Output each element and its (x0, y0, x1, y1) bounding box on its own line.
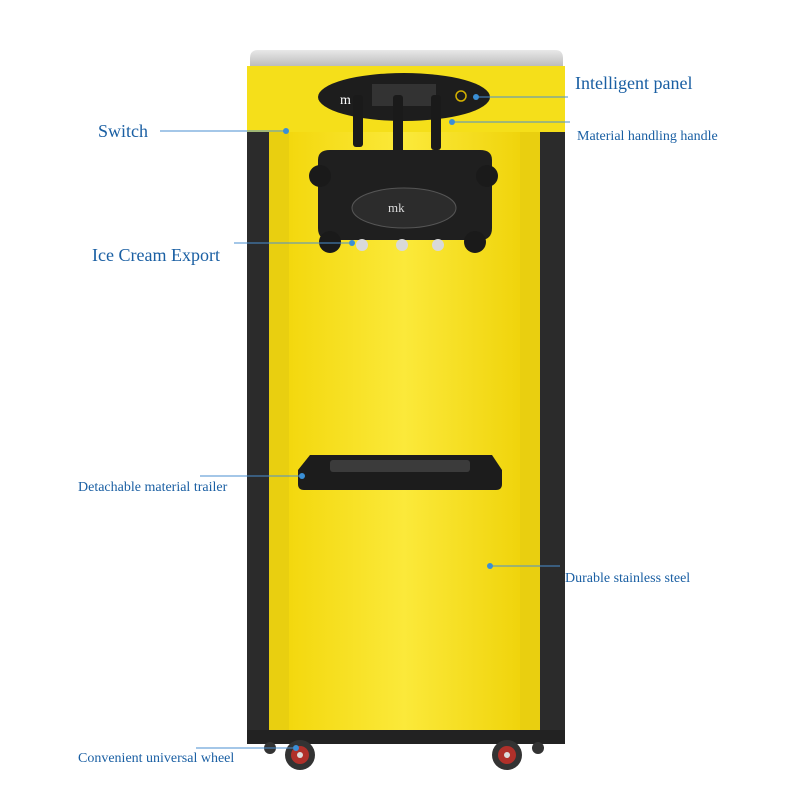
machine-left-side (247, 132, 269, 737)
label-convenient-universal-wheel: Convenient universal wheel (78, 751, 235, 766)
svg-text:m: m (340, 93, 351, 108)
label-switch: Switch (98, 121, 149, 141)
svg-text:mk: mk (388, 200, 405, 215)
callout-lines (160, 96, 570, 749)
callout-dots (283, 94, 493, 751)
material-handles (353, 95, 441, 155)
label-ice-cream-export: Ice Cream Export (92, 245, 220, 265)
label-detachable-material-trailer: Detachable material trailer (78, 480, 228, 495)
wheels (264, 740, 544, 770)
label-intelligent-panel: Intelligent panel (575, 73, 693, 93)
machine-top-cap (250, 50, 563, 66)
label-durable-stainless-steel: Durable stainless steel (565, 571, 691, 586)
machine-right-side (540, 132, 565, 737)
label-material-handling-handle: Material handling handle (577, 129, 718, 144)
machine-base (247, 730, 565, 744)
